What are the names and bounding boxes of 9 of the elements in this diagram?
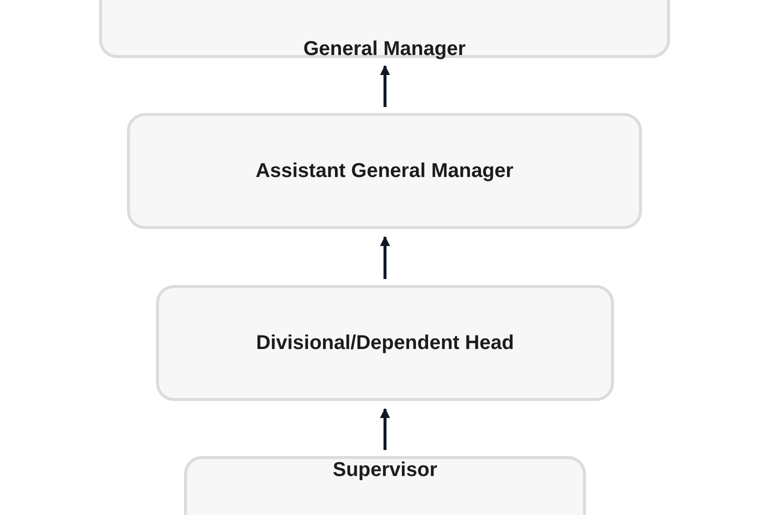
arrow — [380, 65, 390, 107]
arrow — [380, 236, 390, 279]
role-title: Supervisor — [332, 458, 438, 483]
role-box — [156, 285, 614, 401]
role-title: General Manager — [303, 37, 466, 62]
role-box — [127, 113, 642, 229]
arrow — [380, 408, 390, 450]
role-title: Assistant General Manager — [256, 159, 514, 184]
role-title: Divisional/Dependent Head — [256, 331, 514, 356]
